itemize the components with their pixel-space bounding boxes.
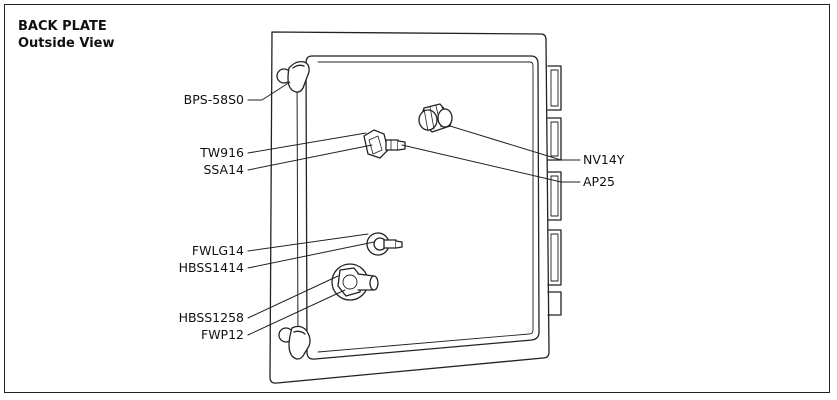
bottom-latch [278,325,311,360]
plate-inner [305,55,540,360]
title-line-1: BACK PLATE [18,19,107,34]
label-fwlg14: FWLG14 [191,243,244,258]
fwlg-hbss-fitting [366,232,403,256]
nv-valve [418,103,453,133]
label-hbss1414: HBSS1414 [178,260,244,275]
label-nv14y: NV14Y [583,152,625,167]
title-line-2: Outside View [18,36,115,51]
figure-border [4,4,830,393]
figure-title: BACK PLATE Outside View [18,18,114,52]
leader-lines [247,81,581,336]
label-tw916: TW916 [200,145,244,160]
label-fwp12: FWP12 [201,327,244,342]
tw-ssa-fitting [363,129,406,159]
label-ap25: AP25 [583,174,615,189]
label-bps-58s0: BPS-58S0 [183,92,244,107]
hbss-fwp-fitting [331,263,379,301]
label-hbss1258: HBSS1258 [178,310,244,325]
label-ssa14: SSA14 [203,162,244,177]
top-latch [276,60,310,93]
hinge-strip [547,65,562,316]
